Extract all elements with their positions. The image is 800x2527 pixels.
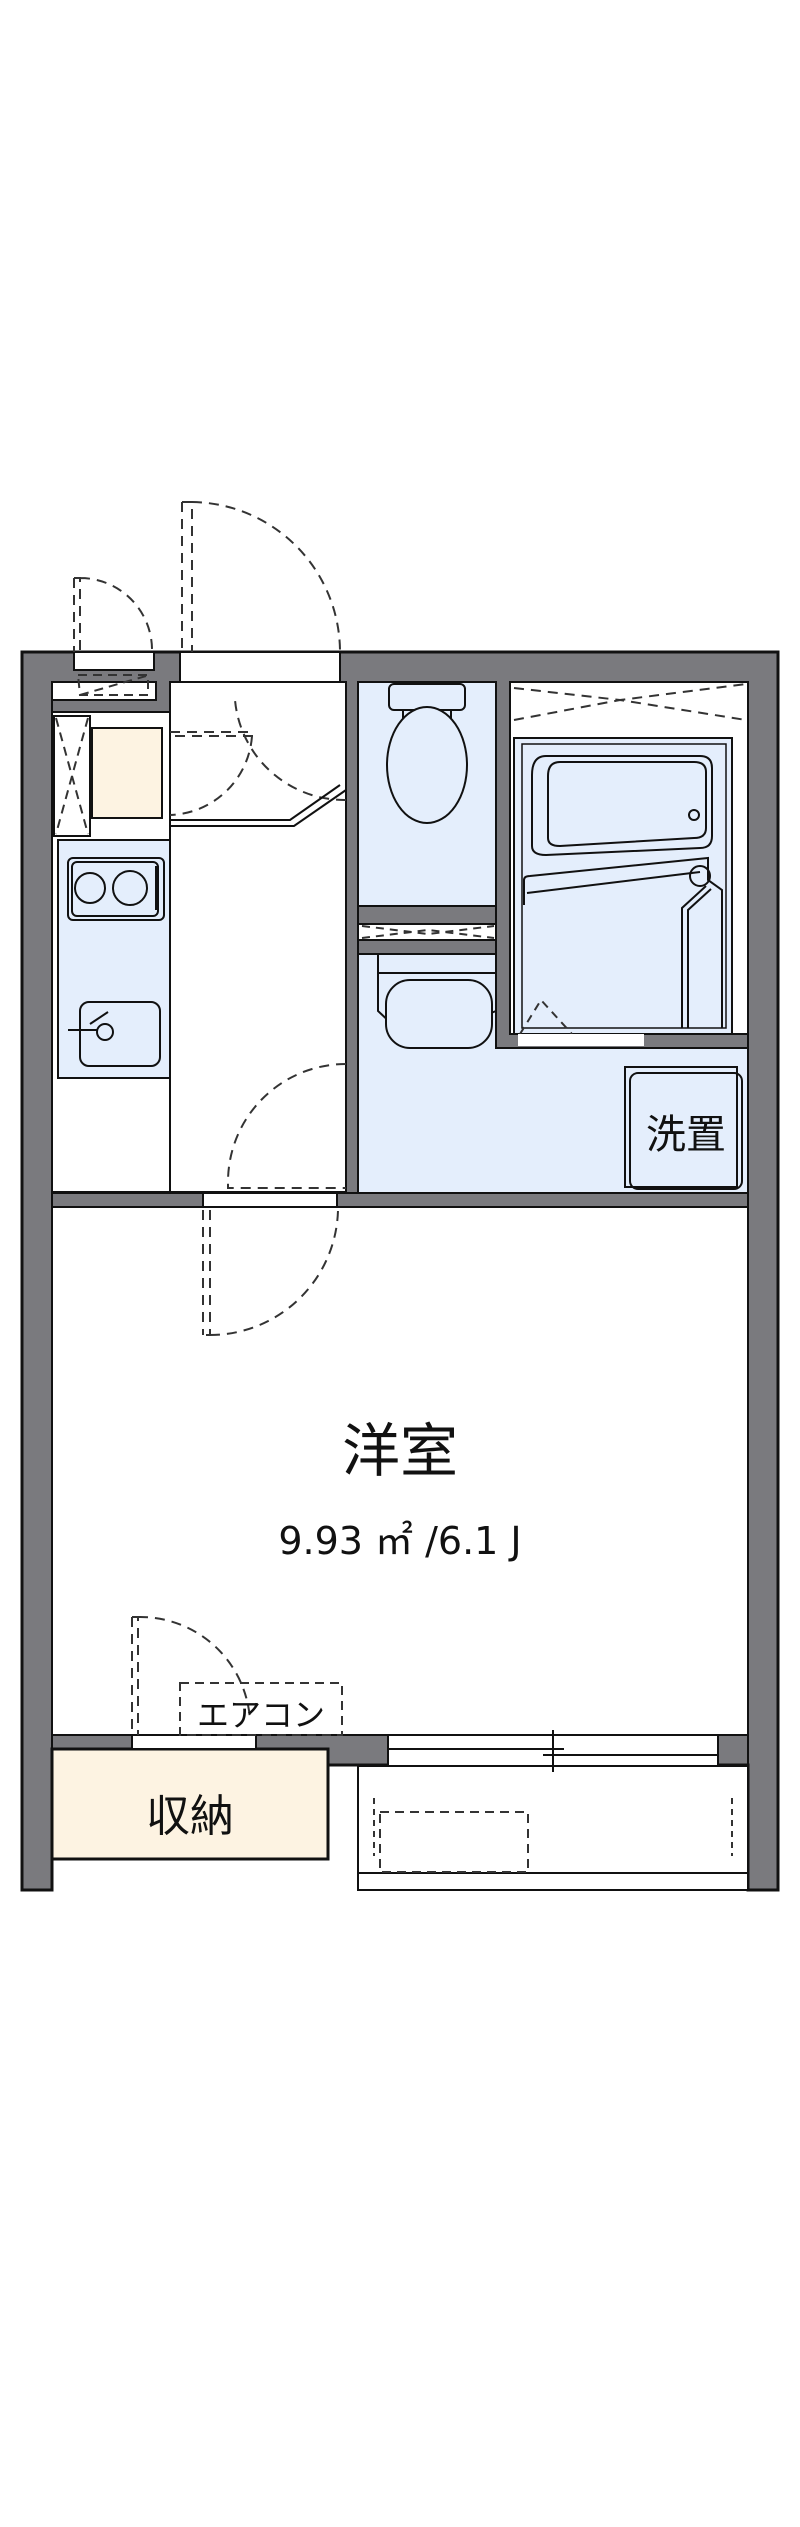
window-dash — [76, 674, 149, 696]
washbasin-icon — [377, 954, 497, 1049]
aircon-label: エアコン — [196, 1696, 325, 1734]
storage-door-swing — [131, 1615, 251, 1735]
bath-door-dash — [519, 998, 573, 1035]
front-door-opening — [179, 651, 341, 683]
front-door-swing — [181, 501, 341, 653]
sliding-door — [170, 784, 347, 827]
storage-label: 収納 — [146, 1791, 234, 1842]
shoe-cabinet — [91, 727, 163, 819]
room-name-western: 洋室 — [341, 1417, 458, 1485]
toilet-door-swing — [234, 699, 347, 802]
storage-room — [50, 1747, 330, 1861]
room-area-western: 9.93 ㎡ /6.1 J — [278, 1519, 522, 1563]
toilet-icon — [386, 683, 468, 824]
bath-vent-dash — [513, 683, 747, 721]
washroom-door-swing — [227, 1063, 347, 1189]
laundry-space — [624, 1066, 738, 1188]
vent-strip — [357, 923, 497, 941]
bathtub — [531, 755, 713, 857]
sink-icon — [68, 1001, 161, 1067]
laundry-label: 洗置 — [646, 1112, 726, 1158]
room-door-swing — [202, 1209, 339, 1336]
aircon-box — [179, 1682, 343, 1736]
window-opening-left — [73, 651, 155, 671]
kitchen-counter — [57, 839, 171, 1079]
stove-icon — [67, 857, 165, 921]
entry-hall-floor — [169, 681, 347, 1193]
entry-shoebox — [51, 681, 157, 701]
window-swing — [73, 577, 154, 653]
bath-drain — [689, 865, 711, 887]
balcony — [357, 1765, 749, 1891]
shoe-door-swing — [169, 731, 253, 816]
